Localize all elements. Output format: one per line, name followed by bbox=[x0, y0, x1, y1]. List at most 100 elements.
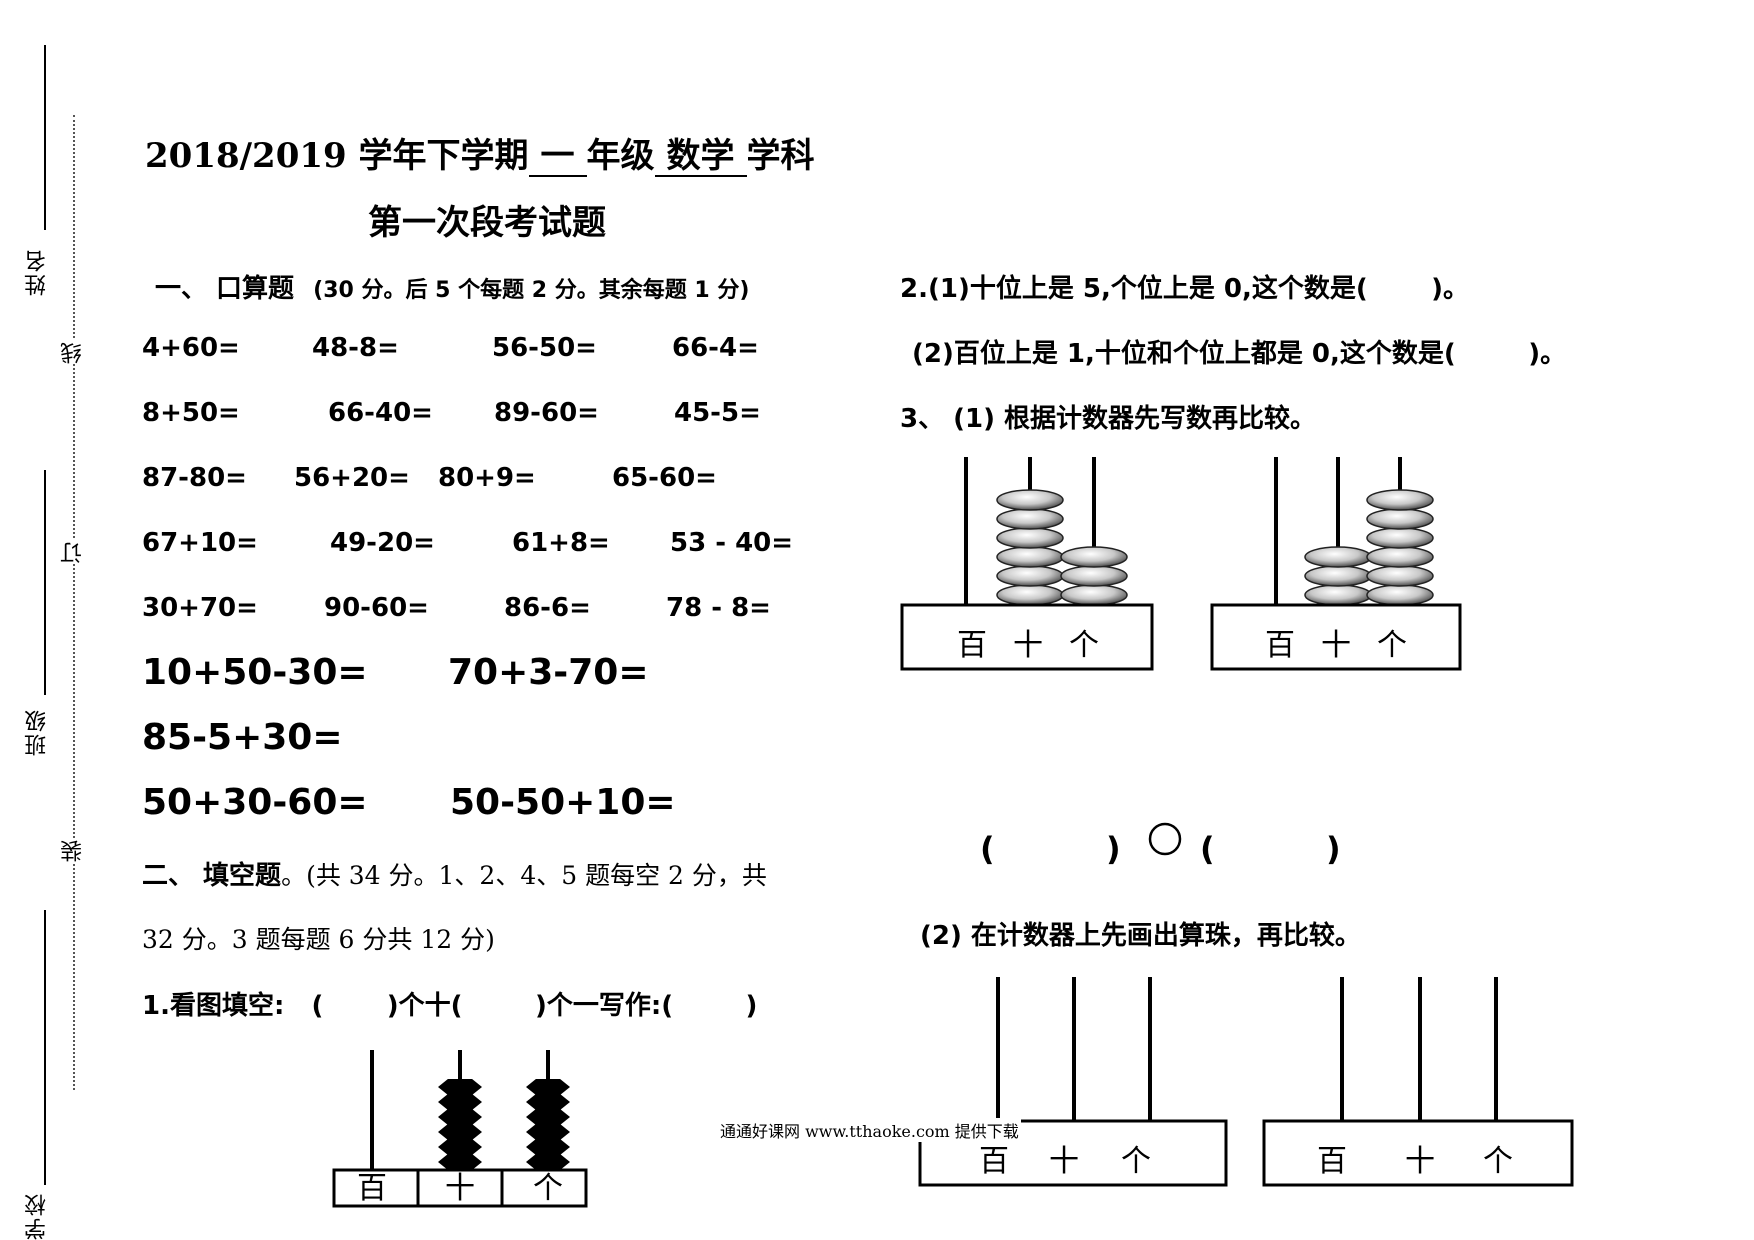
abacus-beads-tens bbox=[438, 1079, 482, 1170]
fill-q2-2: (2)百位上是 1,十位和个位上都是 0,这个数是( )。 bbox=[912, 339, 1567, 369]
fill-q3-2: (2) 在计数器上先画出算珠，再比较。 bbox=[920, 921, 1361, 951]
oral-calc-item: 8+50= bbox=[142, 398, 240, 428]
margin-line-top bbox=[44, 45, 46, 230]
abacus-label-hundreds: 百 bbox=[957, 628, 987, 663]
abacus-bead bbox=[526, 1139, 570, 1155]
oral-calc-item: 89-60= bbox=[494, 398, 599, 428]
fill-q2-1: 2.(1)十位上是 5,个位上是 0,这个数是( )。 bbox=[900, 274, 1469, 304]
section2-note-line2: 32 分。3 题每题 6 分共 12 分) bbox=[142, 925, 495, 954]
oral-calc-item: 78 - 8= bbox=[666, 593, 771, 623]
margin-class-label: 班级 bbox=[25, 708, 50, 756]
abacus-bead bbox=[526, 1079, 570, 1095]
oral-calc-item: 56-50= bbox=[492, 333, 597, 363]
title-grade-suffix: 年级 bbox=[586, 136, 655, 176]
abacus-label-ones: 个 bbox=[533, 1171, 563, 1206]
abacus-base bbox=[1210, 603, 1462, 671]
abacus-label-hundreds: 百 bbox=[357, 1171, 387, 1206]
fill-q1: 1.看图填空: ( )个十( )个一写作:( ) bbox=[142, 991, 758, 1021]
section2-header: 二、 填空题。(共 34 分。1、2、4、5 题每空 2 分，共 bbox=[142, 855, 767, 892]
abacus-beads-ones bbox=[1366, 489, 1434, 606]
title-subject-suffix: 学科 bbox=[746, 136, 815, 176]
abacus-label-ones: 个 bbox=[1483, 1144, 1513, 1179]
title-grade: 一 bbox=[528, 138, 587, 177]
abacus-base bbox=[1262, 1119, 1574, 1187]
margin-school-label: 学校 bbox=[25, 1192, 50, 1240]
q3-abacus-b: 百 十 个 bbox=[1210, 457, 1462, 671]
oral-calc-item: 45-5= bbox=[674, 398, 761, 428]
abacus-bead bbox=[526, 1154, 570, 1170]
oral-calc-item: 87-80= bbox=[142, 463, 247, 493]
abacus-bead bbox=[1366, 527, 1434, 549]
compare-right-blank: ( ) bbox=[1200, 830, 1341, 868]
fill-q3-1: 3、 (1) 根据计数器先写数再比较。 bbox=[900, 404, 1317, 434]
oral-calc-item: 80+9= bbox=[438, 463, 536, 493]
oral-calc-item-large: 85-5+30= bbox=[142, 717, 343, 758]
oral-calc-item: 4+60= bbox=[142, 333, 240, 363]
title-subject: 数学 bbox=[654, 138, 747, 177]
abacus-bead bbox=[1304, 546, 1372, 568]
margin-line-char: 线 bbox=[58, 340, 90, 364]
oral-calc-item: 48-8= bbox=[312, 333, 399, 363]
abacus-label-tens: 十 bbox=[1321, 628, 1351, 663]
margin-line-2 bbox=[44, 470, 46, 695]
compare-left-blank: ( ) bbox=[980, 830, 1121, 868]
abacus-bead bbox=[1366, 565, 1434, 587]
abacus-base bbox=[900, 603, 1154, 671]
abacus-bead bbox=[438, 1109, 482, 1125]
abacus-bead bbox=[1366, 584, 1434, 606]
page-title: 2018/2019 学年下学期一年级数学学科 bbox=[145, 128, 815, 177]
abacus-bead bbox=[1060, 565, 1128, 587]
abacus-bead bbox=[996, 527, 1064, 549]
margin-dotted-line bbox=[73, 115, 75, 1090]
q1-abacus: 百 十 个 bbox=[332, 1050, 588, 1208]
q3-abacus-a: 百 十 个 bbox=[900, 457, 1154, 671]
oral-calc-item: 90-60= bbox=[324, 593, 429, 623]
oral-calc-item-large: 10+50-30= bbox=[142, 652, 368, 693]
abacus-label-tens: 十 bbox=[1049, 1144, 1079, 1179]
abacus-label-hundreds: 百 bbox=[1317, 1144, 1347, 1179]
oral-calc-item: 67+10= bbox=[142, 528, 258, 558]
margin-binding-char: 装 bbox=[58, 838, 90, 862]
oral-calc-item: 61+8= bbox=[512, 528, 610, 558]
oral-calc-item: 65-60= bbox=[612, 463, 717, 493]
section2-heading: 二、 填空题 bbox=[142, 861, 282, 891]
compare-circle-icon bbox=[1148, 822, 1182, 856]
oral-calc-item-large: 50-50+10= bbox=[450, 782, 676, 823]
abacus-label-hundreds: 百 bbox=[979, 1144, 1009, 1179]
oral-calc-item: 86-6= bbox=[504, 593, 591, 623]
abacus-bead bbox=[438, 1139, 482, 1155]
page-subtitle: 第一次段考试题 bbox=[368, 203, 606, 243]
abacus-beads-tens bbox=[996, 489, 1064, 606]
margin-order-char: 订 bbox=[58, 540, 90, 564]
abacus-bead bbox=[1060, 546, 1128, 568]
abacus-beads-tens bbox=[1304, 546, 1372, 606]
q3-empty-abacus-a: 百 十 个 bbox=[918, 977, 1228, 1187]
abacus-label-tens: 十 bbox=[1405, 1144, 1435, 1179]
title-prefix: 2018/2019 学年下学期 bbox=[145, 136, 529, 176]
abacus-bead bbox=[438, 1094, 482, 1110]
abacus-label-ones: 个 bbox=[1069, 628, 1099, 663]
oral-calc-item: 56+20= bbox=[294, 463, 410, 493]
oral-calc-item: 66-40= bbox=[328, 398, 433, 428]
abacus-bead bbox=[438, 1079, 482, 1095]
abacus-beads-ones bbox=[1060, 546, 1128, 606]
oral-calc-item: 53 - 40= bbox=[670, 528, 794, 558]
watermark: 通通好课网 www.tthaoke.com 提供下载 bbox=[718, 1118, 1021, 1142]
abacus-label-ones: 个 bbox=[1121, 1144, 1151, 1179]
abacus-label-ones: 个 bbox=[1377, 628, 1407, 663]
abacus-bead bbox=[996, 508, 1064, 530]
margin-line-3 bbox=[44, 910, 46, 1185]
abacus-beads-ones bbox=[526, 1079, 570, 1170]
oral-calc-item: 49-20= bbox=[330, 528, 435, 558]
abacus-bead bbox=[996, 584, 1064, 606]
abacus-bead bbox=[996, 546, 1064, 568]
abacus-bead bbox=[438, 1154, 482, 1170]
abacus-bead bbox=[1060, 584, 1128, 606]
abacus-bead bbox=[1366, 489, 1434, 511]
section1-heading: 一、 口算题 bbox=[155, 274, 295, 304]
abacus-bead bbox=[438, 1124, 482, 1140]
q3-empty-abacus-b: 百 十 个 bbox=[1262, 977, 1574, 1187]
abacus-bead bbox=[1304, 584, 1372, 606]
oral-calc-item-large: 50+30-60= bbox=[142, 782, 368, 823]
abacus-label-tens: 十 bbox=[1013, 628, 1043, 663]
